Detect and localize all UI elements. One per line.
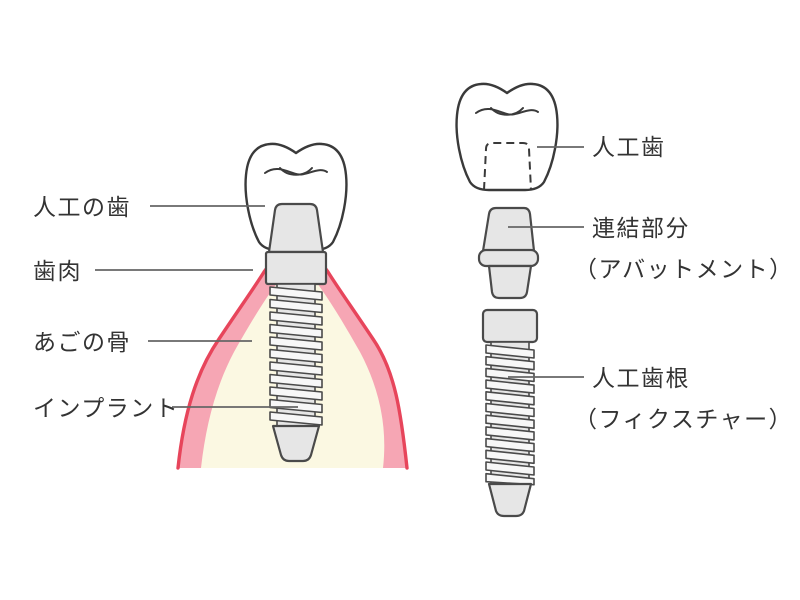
abutment-post <box>487 264 533 300</box>
abutment-top <box>481 206 536 253</box>
leader-lines <box>95 146 584 408</box>
fixture-head <box>481 308 539 344</box>
crown-socket-dashed <box>483 142 532 191</box>
left-implant-screw <box>269 283 323 463</box>
right-abutment <box>477 206 540 300</box>
implanted-view <box>176 142 409 470</box>
right-crown <box>455 82 559 192</box>
label-jawbone: あごの骨 <box>33 329 131 355</box>
left-implant-collar <box>264 250 328 286</box>
labels: 人工の歯 歯肉 あごの骨 インプラント 人工歯 連結部分 （アバットメント） 人… <box>33 134 794 432</box>
label-implant: インプラント <box>33 395 179 421</box>
left-screw-threads <box>269 286 323 426</box>
left-abutment <box>267 202 325 254</box>
fixture-threads <box>485 344 535 486</box>
label-artificial-tooth-left: 人工の歯 <box>33 194 131 220</box>
label-abutment: （アバットメント） <box>574 256 794 282</box>
right-fixture <box>481 308 539 518</box>
label-connector: 連結部分 <box>592 215 690 241</box>
left-screw-tip <box>271 424 321 463</box>
right-crown-shape <box>455 82 559 192</box>
label-fixture: （フィクスチャー） <box>574 406 793 432</box>
abutment-collar <box>477 248 540 268</box>
label-gum: 歯肉 <box>33 258 82 284</box>
exploded-view <box>455 82 559 518</box>
fixture-tip <box>487 482 533 518</box>
label-artificial-tooth-right: 人工歯 <box>592 134 666 160</box>
label-artificial-root: 人工歯根 <box>592 365 690 391</box>
